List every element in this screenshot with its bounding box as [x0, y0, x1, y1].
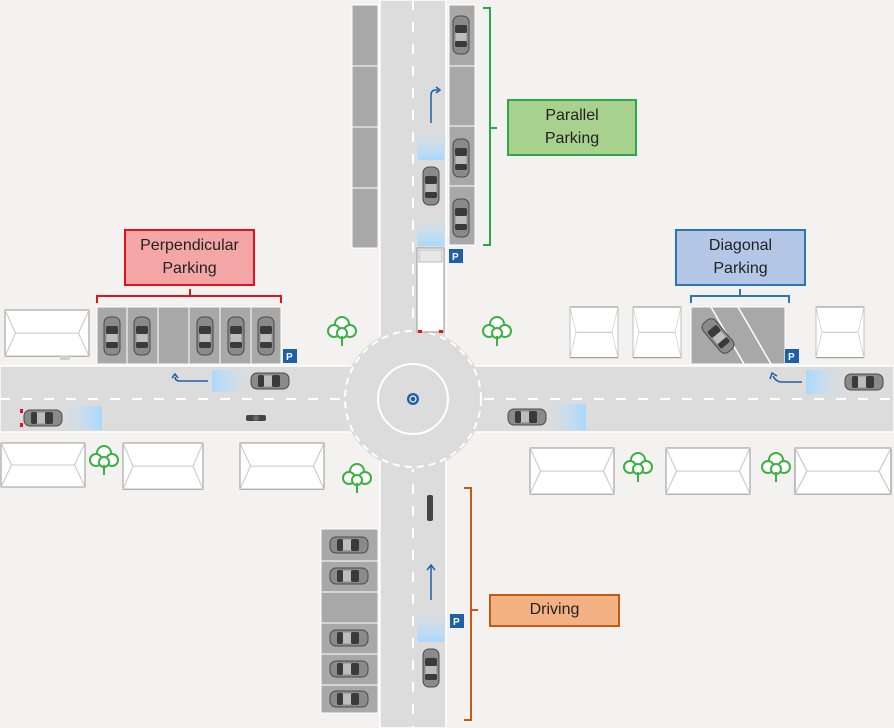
driving-bracket	[464, 487, 478, 721]
parallel-bracket	[483, 7, 497, 246]
diagonal-parking-area	[690, 306, 786, 365]
diagonal-bracket	[690, 289, 790, 303]
driving-label-text: Driving	[529, 601, 580, 619]
parking-sign-perpendicular-letter: P	[286, 352, 293, 363]
driving-label: Driving	[489, 594, 620, 627]
truck-beam	[416, 220, 446, 246]
perpendicular-parking-area	[96, 306, 282, 365]
parking-slots-bottom-left	[320, 528, 379, 714]
parking-sign-diagonal-letter: P	[788, 352, 795, 363]
ego-car-perpendicular	[250, 372, 290, 390]
car-left-beam	[64, 406, 102, 430]
parallel-beam	[416, 132, 446, 160]
diagonal-beam	[806, 370, 842, 394]
parking-sign-parallel-letter: P	[452, 252, 459, 263]
perpendicular-parking-label: Perpendicular Parking	[124, 229, 255, 286]
car-right-beam	[548, 404, 586, 430]
car-left-lower	[23, 409, 63, 427]
parking-sign-driving-letter: P	[453, 617, 460, 628]
ego-car-driving	[422, 648, 440, 688]
parallel-parking-label-line1: Parallel	[545, 107, 599, 125]
perpendicular-beam	[212, 370, 248, 392]
parallel-parking-label: Parallel Parking	[507, 99, 637, 156]
roundabout-sign-icon	[407, 393, 419, 405]
diagonal-arrow-icon	[772, 375, 802, 383]
perpendicular-parking-label-line2: Parking	[162, 259, 217, 277]
perpendicular-bracket	[96, 289, 282, 303]
car-right-lower	[507, 408, 547, 426]
parking-slots-top-left	[351, 4, 379, 249]
ego-car-diagonal	[844, 373, 884, 391]
diagonal-parking-label: Diagonal Parking	[675, 229, 806, 286]
parallel-parking-area	[448, 4, 476, 246]
driving-beam	[416, 612, 446, 642]
perpendicular-parking-label-line1: Perpendicular	[140, 237, 239, 255]
parallel-parking-label-line2: Parking	[544, 129, 600, 147]
diagonal-parking-label-line2: Parking	[713, 259, 768, 277]
motorbike-vertical	[427, 495, 433, 521]
ego-car-parallel	[422, 166, 440, 206]
parallel-arrow-icon	[430, 89, 438, 123]
roundabout-outer-line	[344, 330, 482, 468]
houses	[0, 306, 892, 495]
diagonal-parking-label-line1: Diagonal	[708, 237, 773, 255]
